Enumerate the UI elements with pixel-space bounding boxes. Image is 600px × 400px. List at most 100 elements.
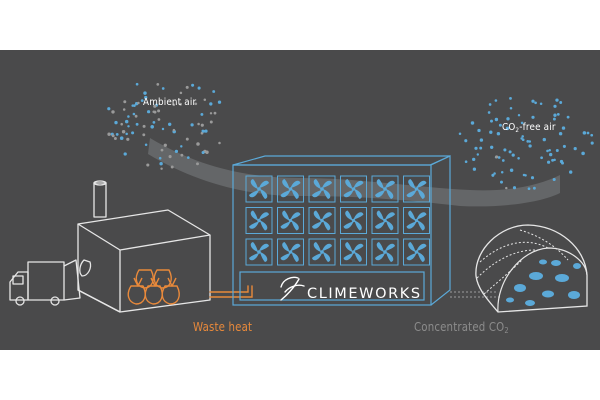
- air-dot: [120, 122, 123, 126]
- air-dot: [131, 131, 135, 135]
- air-dot: [142, 133, 146, 137]
- air-dot: [553, 104, 557, 108]
- air-dot: [494, 99, 498, 102]
- air-dot: [494, 117, 499, 122]
- fan-unit: [277, 207, 304, 234]
- air-dot: [200, 131, 204, 135]
- air-dot: [517, 157, 520, 160]
- air-dot: [495, 155, 499, 159]
- air-dot: [527, 187, 531, 191]
- air-dot: [212, 90, 216, 93]
- air-dot: [200, 112, 204, 116]
- fan-unit: [308, 238, 336, 266]
- air-dot: [150, 125, 154, 129]
- waste-bags-icon: [127, 269, 180, 305]
- air-dot: [505, 126, 510, 131]
- air-dot: [170, 165, 174, 169]
- air-dot: [581, 151, 585, 156]
- air-dot: [180, 153, 184, 157]
- air-dot: [548, 149, 551, 152]
- air-dot: [496, 132, 501, 136]
- concentrated-co2-pipe: [450, 291, 500, 298]
- air-dot: [531, 115, 535, 119]
- air-dot: [542, 137, 546, 142]
- air-dot: [123, 100, 127, 104]
- air-dot: [132, 112, 136, 116]
- air-dot: [213, 111, 217, 115]
- air-dot: [134, 114, 138, 118]
- air-dot: [179, 91, 183, 95]
- air-dot: [458, 132, 462, 136]
- air-dot: [477, 128, 481, 133]
- air-dot: [521, 138, 525, 142]
- air-dot: [190, 123, 194, 127]
- air-dot: [498, 123, 502, 127]
- air-dot: [464, 160, 468, 163]
- air-dot: [107, 107, 111, 111]
- fan-unit: [340, 175, 367, 203]
- air-dot: [549, 152, 553, 157]
- air-dot: [185, 137, 189, 141]
- air-dot: [493, 172, 496, 175]
- air-dot: [204, 129, 208, 133]
- process-diagram: Ambient air CO2-free air Waste heat Conc…: [0, 50, 600, 350]
- air-dot: [528, 144, 532, 148]
- fan-unit: [245, 238, 273, 266]
- air-dot: [123, 152, 127, 156]
- fan-unit: [403, 175, 430, 203]
- factory-icon: [77, 180, 211, 313]
- fan-array-icon: [245, 175, 430, 266]
- fan-unit: [340, 207, 367, 234]
- fan-unit: [403, 238, 430, 266]
- air-dot: [203, 98, 207, 101]
- air-dot: [546, 149, 549, 153]
- air-dot: [160, 167, 163, 170]
- air-dot: [474, 146, 478, 150]
- air-dot: [526, 140, 530, 143]
- air-dot: [511, 153, 515, 157]
- air-dot: [503, 148, 507, 152]
- airflow-wave: [148, 138, 560, 207]
- air-dot: [119, 136, 124, 140]
- air-dot: [152, 110, 155, 113]
- air-dot: [137, 101, 140, 105]
- air-dot: [556, 113, 560, 116]
- air-dot: [509, 96, 512, 100]
- air-dot: [531, 99, 535, 103]
- air-dot: [528, 140, 532, 143]
- air-dot: [491, 173, 495, 177]
- air-dot: [194, 102, 198, 106]
- air-dot: [196, 162, 199, 166]
- air-dot: [500, 171, 504, 174]
- air-dot: [555, 98, 559, 102]
- air-dot: [144, 143, 148, 147]
- air-dot: [135, 82, 139, 86]
- air-dot: [512, 186, 517, 190]
- air-dot: [553, 113, 557, 117]
- air-dot: [532, 186, 536, 190]
- air-dot: [157, 118, 161, 121]
- ambient-air-label: Ambient air: [143, 97, 197, 108]
- air-dot: [146, 110, 151, 114]
- air-dot: [172, 103, 176, 107]
- air-dot: [558, 131, 563, 136]
- air-dot: [476, 153, 480, 156]
- air-dot: [200, 123, 204, 127]
- air-dot: [559, 101, 563, 104]
- air-dot: [185, 85, 189, 89]
- waste-heat-pipe: [209, 285, 253, 298]
- air-dot: [582, 131, 587, 135]
- air-dot: [569, 170, 573, 174]
- air-dot: [124, 119, 129, 124]
- fan-unit: [245, 207, 273, 234]
- air-dot: [217, 100, 222, 104]
- air-dot: [156, 83, 160, 86]
- air-dot: [508, 150, 512, 154]
- climeworks-swirl-logo: [280, 276, 305, 301]
- air-dot: [530, 176, 535, 180]
- air-dot: [590, 133, 594, 137]
- air-dot: [586, 131, 590, 135]
- air-dot: [464, 139, 468, 143]
- air-dot: [111, 134, 115, 138]
- air-dot: [470, 121, 475, 125]
